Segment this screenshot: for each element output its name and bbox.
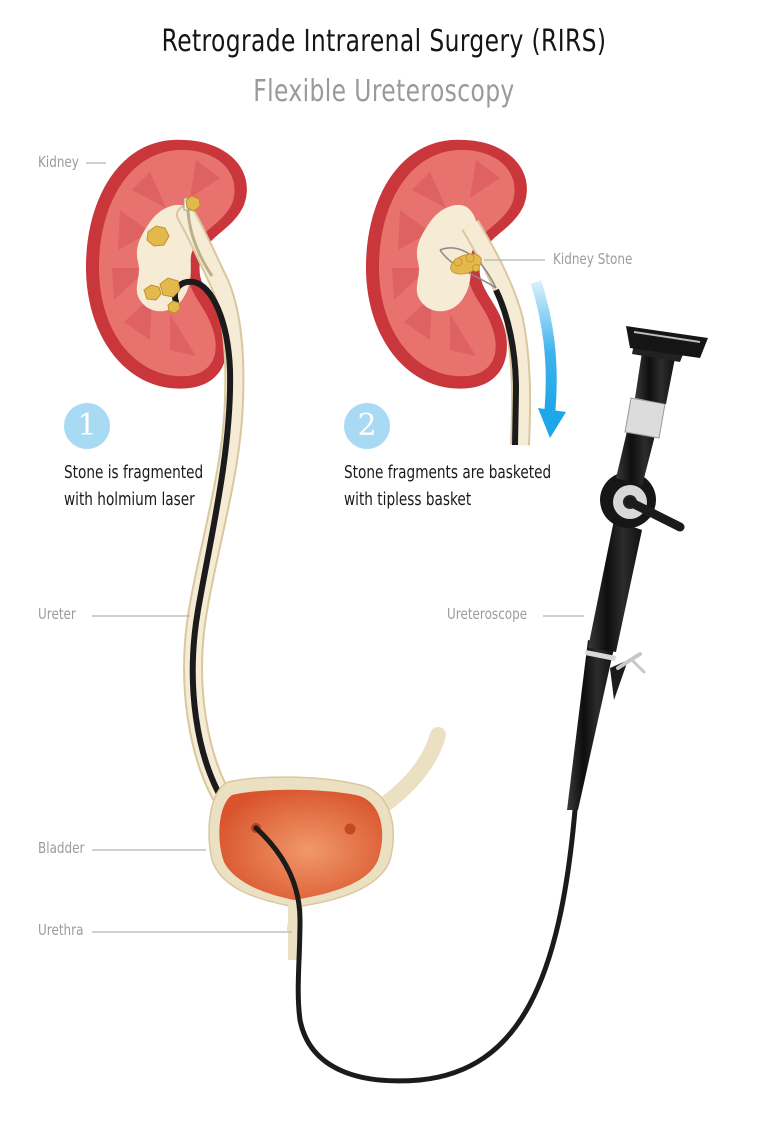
step-2-description: Stone fragments are basketed with tiples…: [344, 460, 551, 514]
step-1-line-2: with holmium laser: [64, 490, 195, 510]
ureteroscope-device: [567, 326, 708, 810]
kidney-1: [85, 139, 247, 820]
step-2-badge: 2: [344, 403, 390, 449]
bladder: [208, 727, 446, 960]
label-ureteroscope: Ureteroscope: [447, 605, 528, 623]
scope-cable: [253, 807, 578, 1084]
step-1-description: Stone is fragmented with holmium laser: [64, 460, 203, 514]
label-bladder: Bladder: [38, 839, 85, 857]
label-urethra: Urethra: [38, 921, 84, 939]
label-ureter: Ureter: [38, 605, 76, 623]
step-2-line-2: with tipless basket: [344, 490, 472, 510]
downward-arrow-icon: [530, 280, 566, 438]
step-1-badge: 1: [64, 403, 110, 449]
step-2-line-1: Stone fragments are basketed: [344, 463, 552, 483]
page-subtitle: Flexible Ureteroscopy: [253, 74, 515, 109]
step-1-line-1: Stone is fragmented: [64, 463, 204, 483]
page-title: Retrograde Intrarenal Surgery (RIRS): [161, 24, 607, 59]
label-kidney-stone: Kidney Stone: [553, 250, 633, 268]
label-kidney: Kidney: [38, 153, 79, 171]
leader-lines: [86, 162, 584, 933]
kidney-2: [365, 139, 532, 446]
